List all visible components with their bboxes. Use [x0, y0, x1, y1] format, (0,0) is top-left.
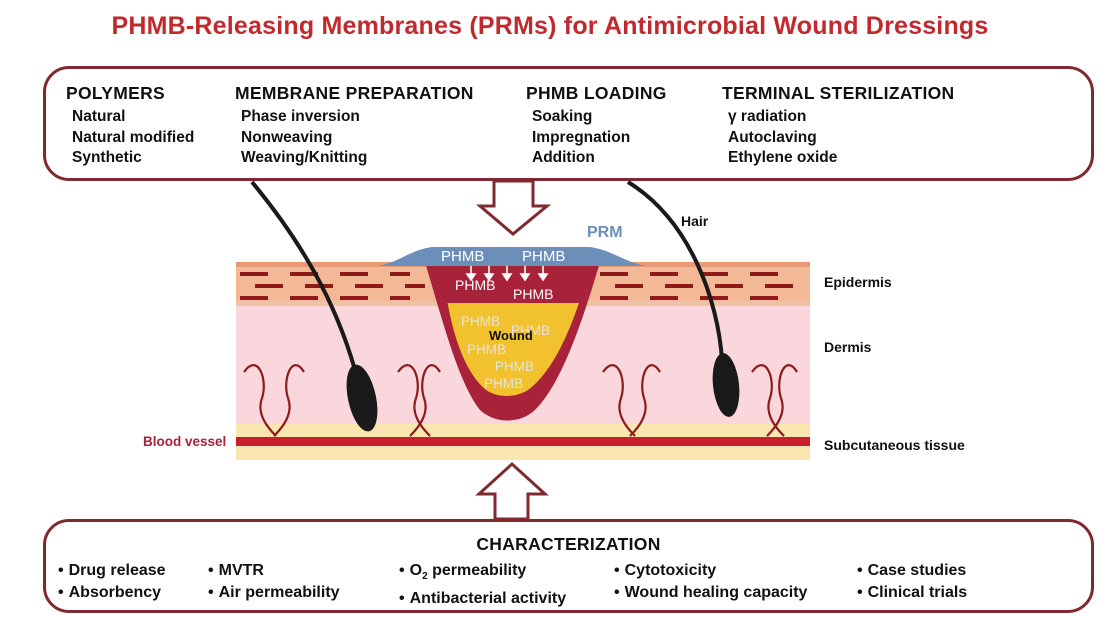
characterization-item: MVTR — [208, 560, 340, 582]
membrane-preparation-column: MEMBRANE PREPARATION Phase inversion Non… — [235, 83, 474, 169]
characterization-item: Cytotoxicity — [614, 560, 807, 582]
characterization-column: MVTR Air permeability — [208, 560, 340, 604]
o2-prefix: O — [409, 562, 423, 579]
phmb-label: PHMB — [484, 376, 524, 391]
terminal-sterilization-column: TERMINAL STERILIZATION γ radiation Autoc… — [722, 83, 954, 169]
characterization-heading: CHARACTERIZATION — [476, 534, 661, 554]
sterilization-item: Ethylene oxide — [728, 149, 838, 166]
sterilization-item: Autoclaving — [728, 128, 817, 146]
characterization-item: O2 permeability — [399, 560, 566, 588]
preparation-item: Nonweaving — [241, 128, 333, 146]
polymer-item: Natural modified — [72, 128, 195, 146]
phmb-label: PHMB — [441, 248, 485, 265]
prm-membrane — [378, 247, 646, 266]
down-arrow — [475, 179, 552, 236]
up-arrow — [475, 461, 549, 521]
polymers-heading: POLYMERS — [66, 83, 166, 103]
characterization-item: Drug release — [58, 560, 166, 582]
epidermis-label: Epidermis — [824, 274, 892, 290]
prm-label: PRM — [587, 224, 623, 241]
characterization-column: Cytotoxicity Wound healing capacity — [614, 560, 808, 604]
phmb-label: PHMB — [455, 277, 496, 293]
phmb-loading-column: PHMB LOADING Soaking Impregnation Additi… — [526, 83, 667, 169]
hair-left — [250, 180, 378, 432]
hair-label: Hair — [681, 213, 709, 229]
characterization-column: Case studies Clinical trials — [857, 560, 968, 604]
polymer-item: Natural — [72, 108, 126, 125]
phmb-label: PHMB — [461, 314, 501, 329]
wound-yellow-zone — [447, 300, 580, 396]
phmb-label: PHMB — [522, 248, 566, 265]
o2-subscript: 2 — [422, 571, 428, 583]
loading-item: Addition — [532, 149, 595, 166]
phmb-label: PHMB — [513, 286, 554, 302]
polymers-column: POLYMERS Natural Natural modified Synthe… — [66, 83, 194, 169]
release-arrows — [465, 266, 549, 282]
characterization-column: Drug release Absorbency — [58, 560, 166, 604]
sterilization-item: γ radiation — [728, 108, 807, 125]
characterization-item: Antibacterial activity — [399, 588, 567, 610]
o2-suffix: permeability — [427, 562, 527, 579]
preparation-item: Phase inversion — [241, 108, 360, 125]
dermis-label: Dermis — [824, 339, 872, 355]
loading-item: Impregnation — [532, 128, 631, 146]
characterization-item: Absorbency — [58, 582, 166, 604]
capillary-loops — [243, 364, 798, 437]
terminal-sterilization-heading: TERMINAL STERILIZATION — [722, 83, 955, 103]
epidermis-cells — [240, 272, 793, 300]
polymer-item: Synthetic — [72, 149, 142, 166]
characterization-item: Air permeability — [208, 582, 340, 604]
phmb-label: PHMB — [495, 359, 535, 374]
page-title: PHMB-Releasing Membranes (PRMs) for Anti… — [111, 12, 989, 40]
phmb-loading-heading: PHMB LOADING — [526, 83, 667, 103]
membrane-preparation-heading: MEMBRANE PREPARATION — [235, 83, 474, 103]
characterization-item: Wound healing capacity — [614, 582, 808, 604]
characterization-column: O2 permeability Antibacterial activity — [399, 560, 567, 610]
phmb-label: PHMB — [511, 323, 551, 338]
wound-label: Wound — [489, 328, 533, 343]
hair-right — [626, 180, 740, 417]
loading-item: Soaking — [532, 108, 593, 125]
preparation-item: Weaving/Knitting — [241, 149, 368, 166]
process-panel: POLYMERS Natural Natural modified Synthe… — [43, 66, 1094, 181]
characterization-item: Clinical trials — [857, 582, 968, 604]
blood-vessel — [236, 437, 810, 446]
subcutaneous-label: Subcutaneous tissue — [824, 437, 965, 453]
phmb-label: PHMB — [467, 342, 507, 357]
characterization-panel: CHARACTERIZATION Drug release Absorbency… — [43, 519, 1094, 613]
blood-vessel-label: Blood vessel — [143, 434, 227, 449]
characterization-item: Case studies — [857, 560, 967, 582]
